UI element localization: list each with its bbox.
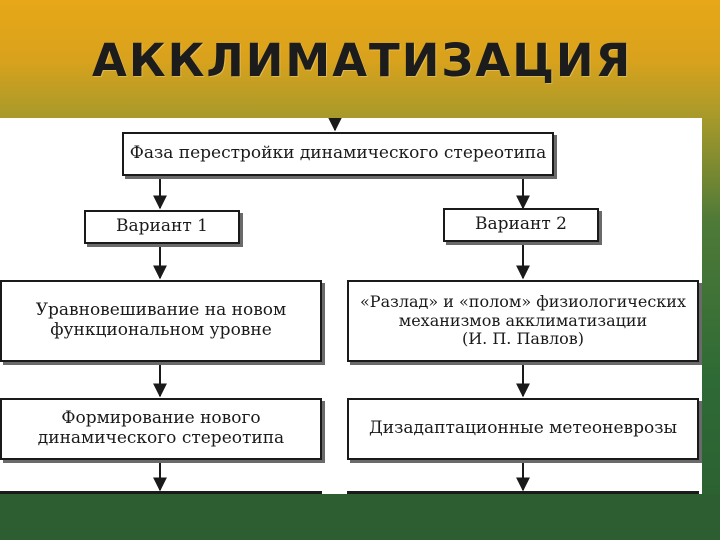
right-step2-box: Дизадаптационные метеоневрозы bbox=[347, 398, 699, 460]
phase-box: Фаза перестройки динамического стереотип… bbox=[122, 132, 554, 176]
right-step1-text: «Разлад» и «полом» физиологических механ… bbox=[360, 292, 686, 349]
left-step1-text: Уравновешивание на новом функциональном … bbox=[35, 300, 287, 340]
left-step2-text: Формирование нового динамического стерео… bbox=[37, 408, 285, 448]
phase-box-text: Фаза перестройки динамического стереотип… bbox=[129, 143, 547, 164]
left-step2-box: Формирование нового динамического стерео… bbox=[0, 398, 322, 460]
right-step1-box: «Разлад» и «полом» физиологических механ… bbox=[347, 280, 699, 362]
variant1-text: Вариант 1 bbox=[116, 216, 208, 237]
slide-title: АККЛИМАТИЗАЦИЯ bbox=[92, 34, 633, 87]
diagram-area: Фаза перестройки динамического стереотип… bbox=[0, 118, 702, 494]
variant2-text: Вариант 2 bbox=[475, 214, 567, 235]
left-step1-box: Уравновешивание на новом функциональном … bbox=[0, 280, 322, 362]
next-left-box-edge bbox=[0, 491, 322, 494]
connector-lines bbox=[153, 118, 530, 492]
variant1-box: Вариант 1 bbox=[84, 210, 240, 244]
next-right-box-edge bbox=[347, 491, 699, 494]
variant2-box: Вариант 2 bbox=[443, 208, 599, 242]
right-step2-text: Дизадаптационные метеоневрозы bbox=[368, 418, 678, 439]
slide-bottom-strip bbox=[0, 494, 720, 540]
